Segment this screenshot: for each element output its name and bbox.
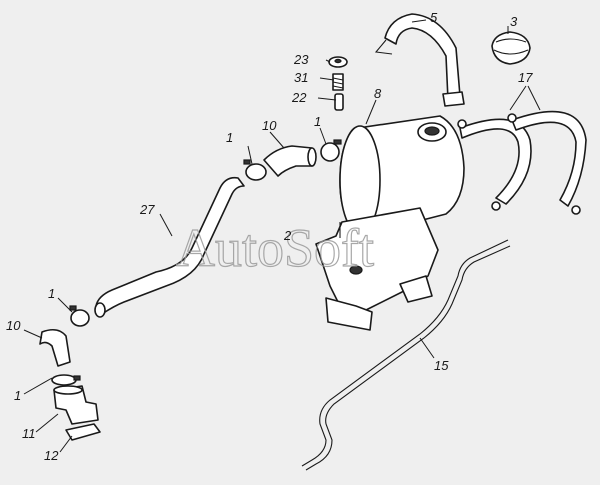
callout-22: 22 [291, 90, 307, 105]
bracket-part-2 [315, 207, 439, 331]
hoses-part-17 [457, 110, 587, 215]
callout-10-top: 10 [262, 118, 277, 133]
tank-part-8 [339, 115, 465, 235]
clamp-part-1-top-right [320, 139, 342, 162]
callout-1-top-left: 1 [226, 130, 233, 145]
callout-1-top-right: 1 [314, 114, 321, 129]
callout-2: 2 [283, 228, 292, 243]
tube-part-15 [301, 239, 511, 471]
watermark: AutoSoft [176, 218, 374, 278]
gasket-part-12 [65, 423, 101, 441]
cap-part-3 [491, 31, 531, 65]
washer-part-23 [328, 56, 348, 68]
callout-8: 8 [374, 86, 382, 101]
callout-15: 15 [434, 358, 449, 373]
callout-5: 5 [430, 10, 438, 25]
callout-31: 31 [294, 70, 308, 85]
callout-1-left: 1 [48, 286, 55, 301]
clamp-part-1-top-left [243, 159, 267, 181]
clamp-part-1-bottom [51, 374, 81, 386]
clamp-part-1-left [69, 305, 90, 327]
hose-part-10-top [263, 145, 317, 177]
callout-1-bottom: 1 [14, 388, 21, 403]
hose-part-10-left [39, 328, 71, 367]
callout-17: 17 [518, 70, 533, 85]
neck-part-11 [53, 385, 99, 425]
callout-3: 3 [510, 14, 518, 29]
callout-27: 27 [139, 202, 155, 217]
callout-12: 12 [44, 448, 59, 463]
spring-part-31 [332, 73, 344, 91]
callout-10-left: 10 [6, 318, 21, 333]
strap-part-5 [374, 13, 465, 107]
callout-11: 11 [22, 426, 36, 441]
callout-23: 23 [293, 52, 309, 67]
pipe-part-27 [94, 176, 245, 318]
leader-lines [23, 19, 541, 453]
pin-part-22 [334, 93, 344, 111]
